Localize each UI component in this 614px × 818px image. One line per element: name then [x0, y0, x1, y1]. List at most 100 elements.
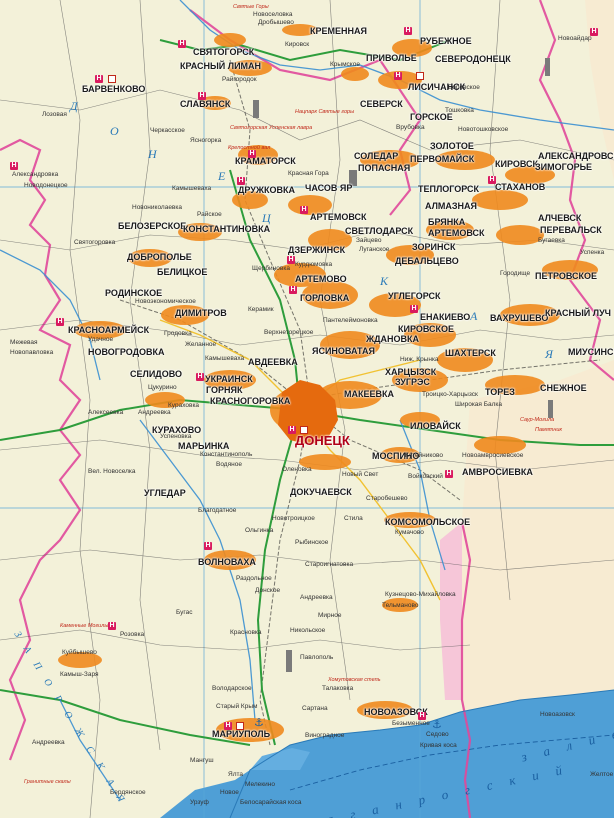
settlement-label[interactable]: Мангуш: [190, 757, 214, 764]
city-label[interactable]: ТЕПЛОГОРСК: [418, 184, 480, 194]
settlement-label[interactable]: Тельманово: [382, 602, 419, 609]
settlement-label[interactable]: Новый Свет: [342, 471, 379, 478]
city-label[interactable]: АМВРОСИЕВКА: [462, 467, 533, 477]
hotel-icon[interactable]: H: [248, 150, 256, 158]
city-label[interactable]: УГЛЕДАР: [144, 488, 186, 498]
settlement-label[interactable]: Мирное: [318, 612, 342, 619]
city-label[interactable]: УКРАИНСК: [205, 374, 253, 384]
city-label[interactable]: ЖДАНОВКА: [366, 334, 420, 344]
city-label[interactable]: ШАХТЕРСК: [445, 348, 496, 358]
city-label[interactable]: СНЕЖНОЕ: [540, 383, 587, 393]
settlement-label[interactable]: Розовка: [120, 631, 145, 638]
sight-label[interactable]: Памятник: [535, 427, 563, 433]
city-label[interactable]: СОЛЕДАР: [354, 151, 399, 161]
settlement-label[interactable]: Кумачово: [395, 529, 424, 536]
settlement-label[interactable]: Тошковка: [445, 107, 474, 114]
city-label[interactable]: ГОРСКОЕ: [410, 112, 453, 122]
settlement-label[interactable]: Сартана: [302, 705, 328, 712]
sight-label[interactable]: Нацпарк Святые горы: [295, 109, 355, 115]
city-label[interactable]: ПРИВОЛЬЕ: [366, 53, 417, 63]
city-label[interactable]: БРЯНКА: [428, 217, 466, 227]
settlement-label[interactable]: Цукурино: [148, 384, 177, 391]
city-label[interactable]: ЗОЛОТОЕ: [430, 141, 474, 151]
hotel-icon[interactable]: H: [198, 92, 206, 100]
settlement-label[interactable]: Кировск: [285, 41, 310, 48]
settlement-label[interactable]: Камышеваха: [205, 355, 245, 362]
sight-label[interactable]: Каменные Могилы: [60, 623, 109, 629]
city-label[interactable]: КОМСОМОЛЬСКОЕ: [385, 517, 471, 527]
sight-label[interactable]: Крепостной вал: [228, 145, 271, 151]
port-anchor-icon[interactable]: ⚓: [432, 718, 442, 731]
city-label[interactable]: КИРОВСКОЕ: [398, 324, 454, 334]
settlement-label[interactable]: Керамик: [248, 306, 274, 313]
settlement-label[interactable]: Новоайдар: [558, 35, 592, 42]
city-label[interactable]: РОДИНСКОЕ: [105, 288, 163, 298]
city-label[interactable]: МАРЬИНКА: [178, 441, 230, 451]
settlement-label[interactable]: Новоамвросиевское: [462, 452, 524, 459]
city-label[interactable]: ЕНАКИЕВО: [420, 312, 471, 322]
settlement-label[interactable]: Александровка: [12, 171, 59, 178]
city-label[interactable]: ДЗЕРЖИНСК: [288, 245, 346, 255]
settlement-label[interactable]: Троицко-Харцызск: [422, 391, 478, 398]
city-label[interactable]: АВДЕЕВКА: [248, 357, 298, 367]
hotel-icon[interactable]: H: [108, 622, 116, 630]
city-label[interactable]: БЕЛИЦКОЕ: [157, 267, 208, 277]
city-label[interactable]: ПЕРВОМАЙСК: [410, 154, 475, 164]
settlement-label[interactable]: Благодатное: [198, 507, 237, 514]
city-label[interactable]: КИРОВСК: [495, 159, 538, 169]
city-label[interactable]: ДЕБАЛЬЦЕВО: [395, 256, 459, 266]
city-label[interactable]: ЧАСОВ ЯР: [305, 183, 353, 193]
city-label[interactable]: СЛАВЯНСК: [180, 99, 231, 109]
settlement-label[interactable]: Раздольное: [236, 575, 272, 582]
hotel-icon[interactable]: H: [288, 426, 296, 434]
city-label[interactable]: УГЛЕГОРСК: [388, 291, 441, 301]
settlement-label[interactable]: Ниж. Крынка: [400, 356, 439, 363]
settlement-label[interactable]: Красновка: [230, 629, 262, 636]
hotel-icon[interactable]: H: [404, 27, 412, 35]
city-label[interactable]: ДОБРОПОЛЬЕ: [127, 252, 192, 262]
city-label[interactable]: НОВОГРОДОВКА: [88, 347, 165, 357]
city-label[interactable]: ИЛОВАЙСК: [410, 421, 461, 431]
sight-label[interactable]: Гранитные скалы: [24, 779, 71, 785]
city-label[interactable]: ЗОРИНСК: [412, 242, 456, 252]
city-label[interactable]: СВЯТОГОРСК: [193, 47, 255, 57]
settlement-label[interactable]: Городище: [500, 270, 531, 277]
city-label[interactable]: ТОРЕЗ: [485, 387, 515, 397]
settlement-label[interactable]: Войковский: [408, 473, 443, 480]
settlement-label[interactable]: Безыменное: [392, 720, 430, 727]
settlement-label[interactable]: Оленовка: [282, 466, 312, 473]
settlement-label[interactable]: Кураховка: [168, 402, 200, 409]
settlement-label[interactable]: Боровское: [448, 84, 480, 91]
settlement-label[interactable]: Райское: [197, 211, 222, 218]
settlement-label[interactable]: Райгородок: [222, 76, 257, 83]
city-label[interactable]: АРТЕМОВО: [295, 274, 347, 284]
hotel-icon[interactable]: H: [418, 712, 426, 720]
sight-label[interactable]: Саур-Могила: [520, 417, 555, 423]
settlement-label[interactable]: Вел. Новоселка: [88, 468, 136, 475]
city-label[interactable]: СВЕТЛОДАРСК: [345, 226, 414, 236]
city-label[interactable]: КОНСТАНТИНОВКА: [183, 224, 271, 234]
city-label[interactable]: ПЕРЕВАЛЬСК: [540, 225, 602, 235]
city-label[interactable]: МОСПИНО: [372, 451, 420, 461]
settlement-label[interactable]: Водяное: [216, 461, 242, 468]
city-label[interactable]: ЗУГРЭС: [395, 377, 430, 387]
settlement-label[interactable]: Лозовая: [42, 111, 67, 118]
hotel-icon[interactable]: H: [178, 40, 186, 48]
settlement-label[interactable]: Зайцево: [356, 237, 382, 244]
settlement-label[interactable]: Желанное: [185, 341, 217, 348]
city-label[interactable]: КРАСНЫЙ ЛУЧ: [545, 308, 611, 318]
settlement-label[interactable]: Мелекино: [245, 781, 275, 788]
settlement-label[interactable]: Новотроицкое: [272, 515, 315, 522]
hotel-icon[interactable]: H: [56, 318, 64, 326]
city-label[interactable]: БАРВЕНКОВО: [82, 84, 146, 94]
hotel-icon[interactable]: H: [445, 470, 453, 478]
city-label[interactable]: АРТЕМОВСК: [310, 212, 367, 222]
settlement-label[interactable]: Новоселовка: [253, 11, 293, 18]
hotel-icon[interactable]: H: [590, 28, 598, 36]
settlement-label[interactable]: Новопавловка: [10, 349, 54, 356]
settlement-label[interactable]: Ялта: [228, 771, 244, 778]
city-label[interactable]: ГОРНЯК: [206, 385, 243, 395]
hotel-icon[interactable]: H: [224, 722, 232, 730]
settlement-label[interactable]: Новотошковское: [458, 126, 509, 133]
